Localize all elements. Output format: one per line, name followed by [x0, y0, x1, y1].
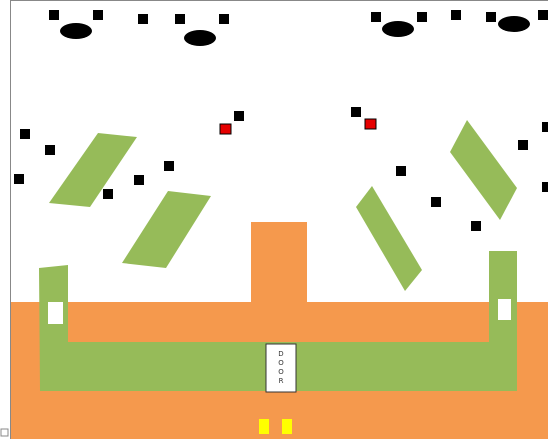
- black-square-icon: [417, 12, 427, 22]
- black-oval-creature-icon: [60, 23, 92, 39]
- black-square-icon: [431, 197, 441, 207]
- black-square-icon: [175, 14, 185, 24]
- black-square-icon: [20, 129, 30, 139]
- black-square-icon: [486, 12, 496, 22]
- black-square-icon: [93, 10, 103, 20]
- black-oval-creature-icon: [382, 21, 414, 37]
- frame-corner-marker: [1, 429, 8, 436]
- black-square-icon: [538, 10, 548, 20]
- black-square-icon: [219, 14, 229, 24]
- black-square-icon: [351, 107, 361, 117]
- black-square-icon: [396, 166, 406, 176]
- black-square-icon: [103, 189, 113, 199]
- yellow-bar-icon: [282, 419, 292, 434]
- black-square-icon: [451, 10, 461, 20]
- black-square-icon: [49, 10, 59, 20]
- black-square-icon: [542, 182, 548, 192]
- black-square-icon: [14, 174, 24, 184]
- red-square-icon: [220, 124, 231, 134]
- black-square-icon: [164, 161, 174, 171]
- black-square-icon: [134, 175, 144, 185]
- left-window: [48, 302, 63, 324]
- yellow-bar-icon: [259, 419, 269, 434]
- black-square-icon: [518, 140, 528, 150]
- black-oval-creature-icon: [498, 16, 530, 32]
- red-square-icon: [365, 119, 376, 129]
- black-square-icon: [45, 145, 55, 155]
- black-square-icon: [542, 122, 548, 132]
- black-oval-creature-icon: [184, 30, 216, 46]
- black-square-icon: [234, 111, 244, 121]
- black-square-icon: [471, 221, 481, 231]
- right-window: [498, 299, 511, 320]
- black-square-icon: [138, 14, 148, 24]
- black-square-icon: [371, 12, 381, 22]
- central-tower: [251, 222, 307, 344]
